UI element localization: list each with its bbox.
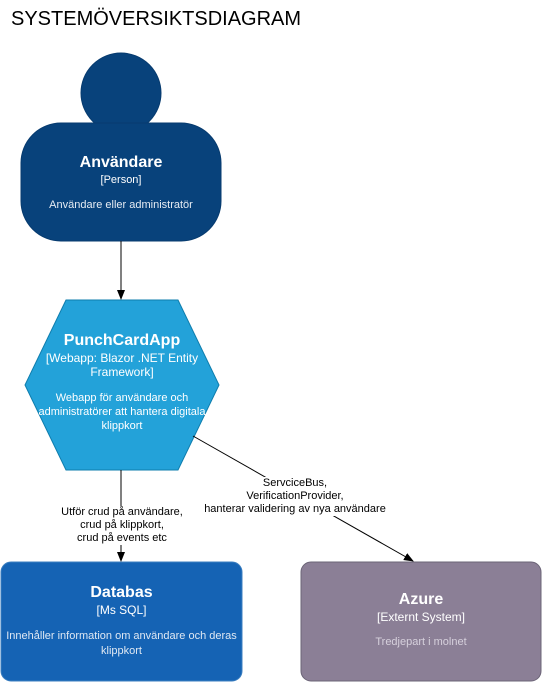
- app-desc-line3: klippkort: [101, 420, 143, 432]
- edge-label-db-line3: crud på events etc: [77, 532, 167, 544]
- person-head-shape: [80, 52, 162, 134]
- edge-label-azure-line1: ServciceBus,: [262, 477, 328, 489]
- app-name: PunchCardApp: [63, 332, 181, 349]
- azure-desc: Tredjepart i molnet: [375, 636, 467, 648]
- edge-label-db-line1: Utför crud på användare,: [61, 506, 183, 518]
- edge-label-app-to-azure: ServciceBus, VerificationProvider, hante…: [200, 477, 390, 516]
- person-kind: [Person]: [100, 174, 142, 186]
- database-node-text: Databas [Ms SQL] Innehåller information …: [1, 583, 242, 659]
- app-kind-line2: Framework]: [90, 365, 154, 379]
- edge-label-app-to-database: Utför crud på användare, crud på klippko…: [52, 506, 192, 545]
- app-desc-line1: Webapp för användare och: [55, 392, 189, 404]
- database-desc-line2: klippkort: [101, 645, 142, 657]
- database-desc-line1: Innehåller information om användare och …: [6, 630, 237, 642]
- edge-label-azure-line2: VerificationProvider,: [246, 490, 344, 502]
- app-desc-line2: administratörer att hantera digitala: [38, 406, 206, 418]
- database-name: Databas: [90, 584, 153, 601]
- azure-kind: [Externt System]: [376, 610, 466, 624]
- person-node[interactable]: [20, 52, 222, 242]
- app-node-text: PunchCardApp [Webapp: Blazor .NET Entity…: [25, 331, 219, 433]
- edge-label-db-line2: crud på klippkort,: [80, 519, 164, 531]
- diagram-title: SYSTEMÖVERSIKTSDIAGRAM: [11, 8, 302, 30]
- person-node-text: Användare [Person] Användare eller admin…: [21, 153, 221, 211]
- person-name: Användare: [79, 154, 163, 171]
- app-node[interactable]: [24, 299, 220, 471]
- edge-label-azure-line3: hanterar validering av nya användare: [204, 503, 386, 515]
- app-kind-line1: [Webapp: Blazor .NET Entity: [45, 351, 199, 365]
- azure-node[interactable]: [300, 561, 542, 682]
- person-desc: Användare eller administratör: [49, 199, 193, 211]
- database-node[interactable]: [0, 561, 243, 682]
- azure-node-text: Azure [Externt System] Tredjepart i moln…: [301, 590, 541, 648]
- database-kind: [Ms SQL]: [96, 603, 147, 617]
- azure-name: Azure: [398, 591, 444, 608]
